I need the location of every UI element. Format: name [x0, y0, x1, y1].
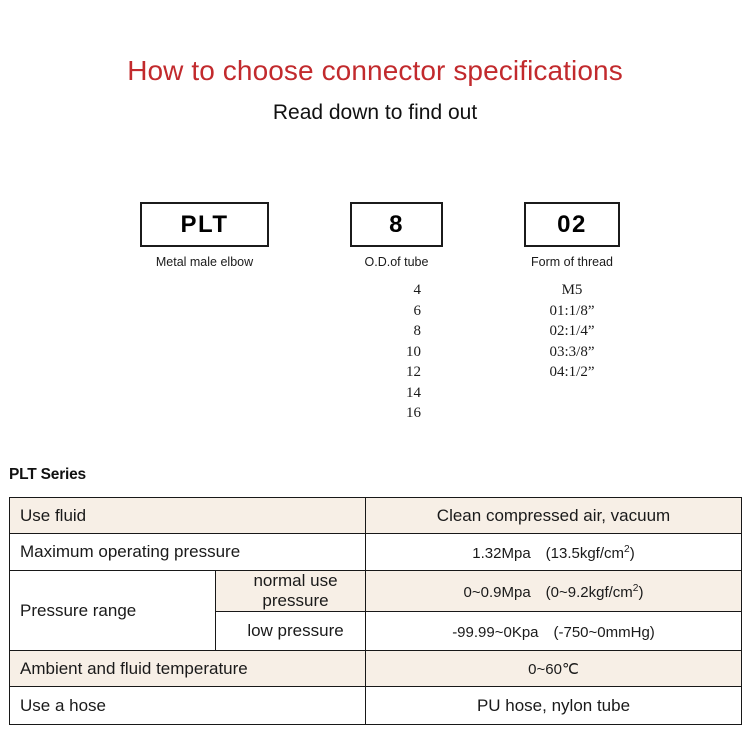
table-row: low pressure -99.99~0Kpa (-750~0mmHg) [10, 611, 742, 651]
table-row: Use a hose PU hose, nylon tube [9, 686, 742, 725]
code-option: 01:1/8” [549, 302, 595, 319]
row-value-use-a-hose: PU hose, nylon tube [365, 686, 742, 725]
series-heading: PLT Series [9, 466, 86, 483]
row-sublabel-normal-use-pressure: normal use pressure [215, 570, 366, 612]
code-option: 4 [413, 282, 422, 298]
code-option: 03:3/8” [549, 343, 595, 360]
page-title: How to choose connector specifications [127, 55, 623, 86]
row-label-ambient-fluid-temperature: Ambient and fluid temperature [9, 650, 366, 687]
row-value-normal-use-pressure: 0~0.9Mpa (0~9.2kgf/cm2) [365, 570, 742, 612]
value-text-suffix: ) [629, 544, 635, 562]
row-label-use-a-hose: Use a hose [9, 686, 366, 725]
row-label-use-fluid: Use fluid [9, 497, 366, 534]
table-row: Maximum operating pressure 1.32Mpa (13.5… [9, 533, 742, 571]
code-option: 8 [413, 323, 422, 339]
row-label-pressure-range: Pressure range [9, 570, 216, 651]
row-value-ambient-fluid-temperature: 0~60℃ [365, 650, 742, 687]
code-box-series: PLT [140, 202, 269, 247]
table-row: Ambient and fluid temperature 0~60℃ [9, 650, 742, 687]
value-text-suffix: ) [638, 583, 644, 601]
code-option: 02:1/4” [549, 323, 595, 339]
code-caption-tube-od: O.D.of tube [364, 255, 429, 269]
code-option: 04:1/2” [549, 364, 595, 380]
table-row: Pressure range normal use pressure 0~0.9… [9, 570, 742, 651]
value-superscript: 2 [624, 543, 630, 555]
code-caption-thread-form: Form of thread [531, 255, 613, 269]
row-label-max-operating-pressure: Maximum operating pressure [9, 533, 366, 571]
code-option: M5 [561, 282, 583, 298]
value-text: 0~0.9Mpa (0~9.2kgf/cm [463, 583, 633, 601]
code-box-thread-form: 02 [524, 202, 620, 247]
code-option: 10 [406, 343, 421, 360]
code-option: 16 [406, 405, 421, 421]
code-column-tube-od: 8 O.D.of tube 4 6 8 10 12 14 16 [350, 202, 443, 424]
row-value-use-fluid: Clean compressed air, vacuum [365, 497, 742, 534]
specification-table: Use fluid Clean compressed air, vacuum M… [9, 497, 742, 725]
code-option: 12 [406, 364, 421, 380]
code-caption-series: Metal male elbow [155, 255, 254, 269]
page-subtitle: Read down to find out [272, 101, 478, 124]
code-column-series: PLT Metal male elbow [140, 202, 269, 269]
value-superscript: 2 [632, 582, 639, 594]
code-option: 6 [413, 302, 422, 319]
code-option-list-thread-form: M5 01:1/8” 02:1/4” 03:3/8” 04:1/2” [524, 280, 620, 383]
code-option: 14 [406, 384, 421, 401]
row-sublabel-low-pressure: low pressure [215, 611, 366, 651]
code-breakdown-diagram: PLT Metal male elbow 8 O.D.of tube 4 6 8… [140, 202, 620, 424]
row-value-low-pressure: -99.99~0Kpa (-750~0mmHg) [365, 611, 742, 651]
table-row: Use fluid Clean compressed air, vacuum [9, 497, 742, 534]
value-text: 1.32Mpa (13.5kgf/cm [472, 544, 625, 562]
code-column-thread-form: 02 Form of thread M5 01:1/8” 02:1/4” 03:… [524, 202, 620, 383]
code-box-tube-od: 8 [350, 202, 443, 247]
code-option-list-tube-od: 4 6 8 10 12 14 16 [350, 280, 443, 424]
row-value-max-operating-pressure: 1.32Mpa (13.5kgf/cm2) [365, 533, 742, 571]
